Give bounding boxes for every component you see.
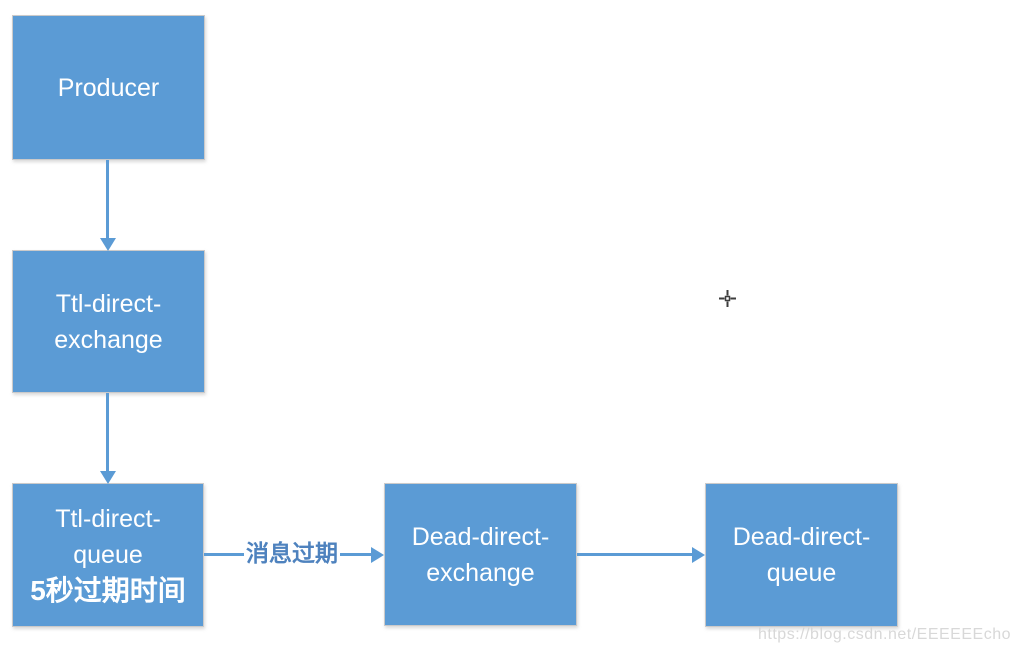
node-label-line: exchange xyxy=(426,558,535,587)
node-ttl-direct-exchange: Ttl-direct- exchange xyxy=(12,250,205,393)
node-label-ttl-duration: 5秒过期时间 xyxy=(30,575,186,606)
crosshair-cursor-icon xyxy=(719,290,736,307)
arrow-dead-exchange-to-dead-queue xyxy=(577,553,694,556)
node-producer: Producer xyxy=(12,15,205,160)
node-label-line: exchange xyxy=(54,325,163,354)
node-dead-direct-exchange: Dead-direct- exchange xyxy=(384,483,577,626)
arrowhead-right-icon xyxy=(371,547,384,563)
node-label-line: Dead-direct- xyxy=(732,523,871,551)
edge-label-message-expired: 消息过期 xyxy=(244,539,340,567)
node-label-line: queue xyxy=(766,559,837,587)
watermark-url: https://blog.csdn.net/EEEEEEcho xyxy=(758,626,1011,643)
node-label-line: Dead-direct- xyxy=(411,522,550,551)
node-label-line: Ttl-direct- xyxy=(55,289,162,318)
arrowhead-down-icon xyxy=(100,471,116,484)
node-dead-direct-queue: Dead-direct- queue xyxy=(705,483,898,627)
arrowhead-right-icon xyxy=(692,547,705,563)
node-label-line: Producer xyxy=(57,73,160,102)
node-label-line: queue xyxy=(73,541,143,569)
arrowhead-down-icon xyxy=(100,238,116,251)
arrow-producer-to-ttl-exchange xyxy=(106,160,109,239)
arrow-ttl-exchange-to-ttl-queue xyxy=(106,393,109,472)
node-ttl-direct-queue: Ttl-direct- queue 5秒过期时间 xyxy=(12,483,204,627)
node-label-line: Ttl-direct- xyxy=(55,505,161,533)
